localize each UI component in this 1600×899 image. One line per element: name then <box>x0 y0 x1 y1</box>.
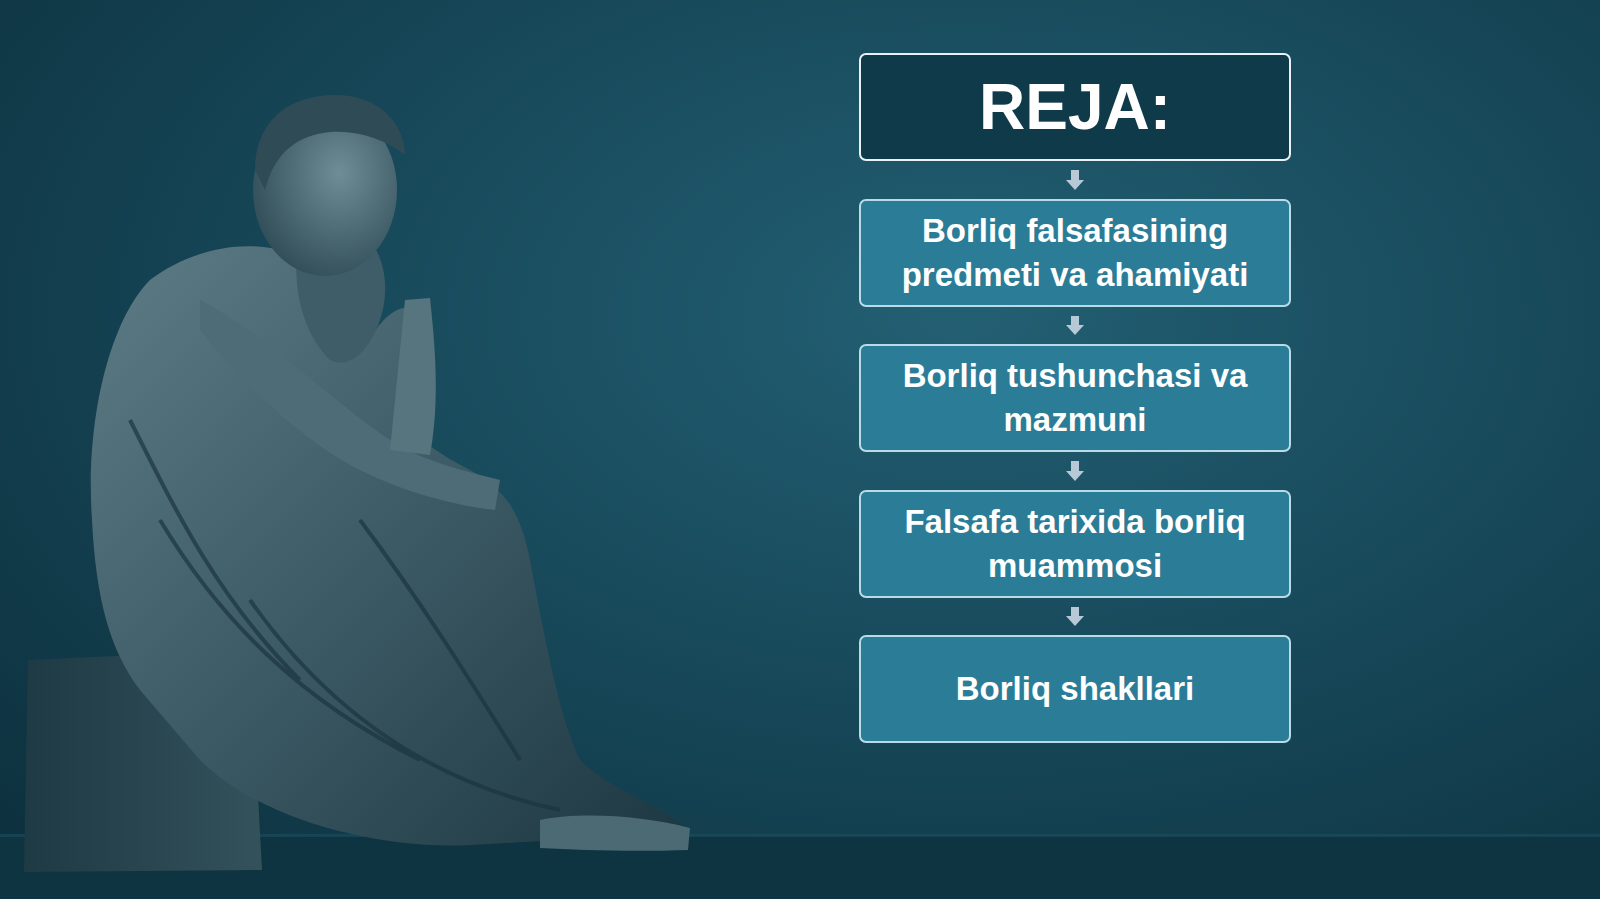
statue-feet <box>540 816 690 851</box>
statue-body <box>91 246 690 848</box>
flow-arrow <box>1066 170 1084 190</box>
statue-drapery <box>130 420 560 810</box>
statue-hair <box>255 95 405 190</box>
plan-item-box: Falsafa tarixida borliq muammosi <box>859 490 1291 598</box>
statue-forearm <box>390 298 436 455</box>
title-text: REJA: <box>979 70 1171 144</box>
item-text: Falsafa tarixida borliq muammosi <box>875 500 1275 587</box>
flow-arrow <box>1066 316 1084 335</box>
plan-item-box: Borliq falsafasining predmeti va ahamiya… <box>859 199 1291 307</box>
item-text: Borliq shakllari <box>956 667 1194 711</box>
flow-arrow <box>1066 461 1084 481</box>
plan-item-box: Borliq shakllari <box>859 635 1291 743</box>
item-text: Borliq tushunchasi va mazmuni <box>875 354 1275 441</box>
title-box: REJA: <box>859 53 1291 161</box>
flow-arrow <box>1066 607 1084 626</box>
item-text: Borliq falsafasining predmeti va ahamiya… <box>875 209 1275 296</box>
plan-item-box: Borliq tushunchasi va mazmuni <box>859 344 1291 452</box>
